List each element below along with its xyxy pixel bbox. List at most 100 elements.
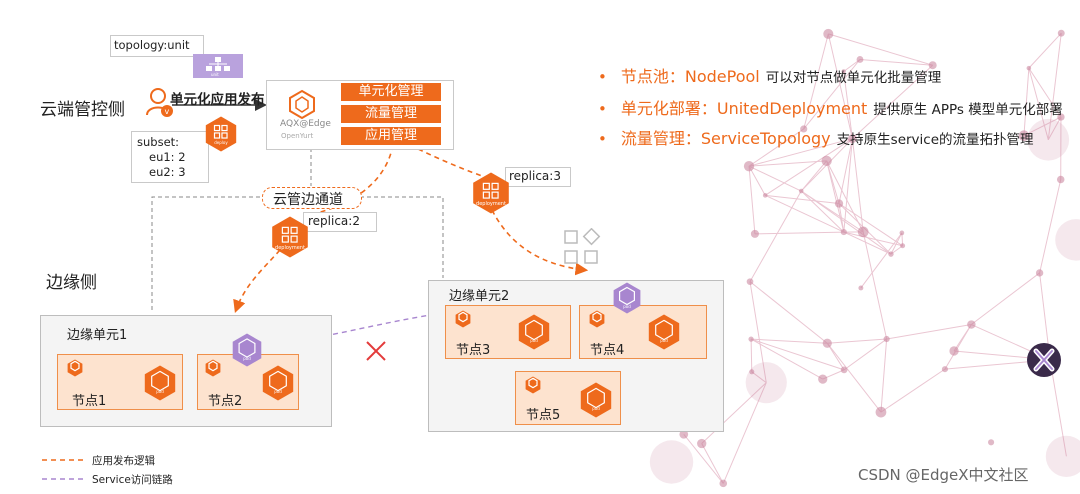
channel-line-right [360,196,444,278]
node-1[interactable]: pod 节点1 [57,354,183,410]
network-edge [754,231,844,235]
hexagon-caption: pod [660,338,668,344]
network-node [821,155,832,166]
node-3[interactable]: pod 节点3 [445,305,571,359]
network-edge [748,166,756,234]
network-node [949,346,959,356]
network-edge [1039,179,1062,274]
node-3-icon [454,310,472,328]
app-management-button[interactable]: 应用管理 [341,127,441,145]
network-edge [851,138,864,232]
network-edge [800,190,845,233]
bullet-nodepool-head: 节点池：NodePool [620,67,760,86]
brand-x-logo [1027,343,1061,377]
network-edge [803,33,829,130]
replica3-box: replica:3 [505,167,571,187]
node-4[interactable]: pod 节点4 [579,305,707,359]
network-node [1027,118,1070,161]
hexagon-shape [232,333,262,367]
node-4-icon [588,310,606,328]
edge-logo-icon [289,89,315,119]
node-5[interactable]: pod 节点5 [515,371,621,425]
network-edge [765,194,840,205]
hexagon-shape [648,314,680,350]
replica2-label: replica:2 [308,214,360,228]
svg-text:v: v [165,107,170,116]
traffic-management-button[interactable]: 流量管理 [341,105,441,123]
network-node [749,369,755,375]
node-3-pod: pod [516,314,552,350]
network-node [1056,175,1065,184]
network-node [746,278,754,285]
network-node [883,335,890,343]
network-node [748,336,754,342]
network-node [899,230,905,236]
hexagon-caption: pod [623,303,631,309]
network-node [1057,113,1065,121]
network-node [1026,65,1032,71]
hexagon-caption: pod [592,406,600,412]
network-edge [1028,67,1049,140]
network-node [798,188,804,194]
unit-management-button[interactable]: 单元化管理 [341,83,441,101]
network-edge [862,231,888,340]
network-edge [800,190,892,255]
unit-publish-label: 单元化应用发布 [170,92,265,108]
network-edge [701,443,724,484]
bullet-dot: • [598,130,607,148]
network-node [875,406,887,418]
hexagon-shape [272,216,308,258]
network-edge [748,165,802,192]
network-node [1045,435,1080,477]
hexagon-shape [613,282,641,314]
edge-unit-2-title: 边缘单元2 [449,289,510,304]
hexagon-shape [262,365,294,401]
hexagon-shape [473,172,509,214]
network-edge [1028,67,1062,118]
network-edge [748,128,805,167]
node-5-icon [524,376,542,394]
network-node [697,438,707,449]
hexagon-caption: pod [530,338,538,344]
network-node [1057,29,1065,37]
hexagon-shape [144,365,176,401]
network-edge [838,203,903,247]
channel-line-left [151,196,260,310]
user-icon: v [146,88,173,117]
bullet-uniteddeployment-head: 单元化部署：UnitedDeployment [620,99,868,118]
network-edge [1047,116,1062,141]
unit-badge: unit [193,54,243,78]
network-node [823,28,834,39]
node-1-pod: pod [142,365,178,401]
topology-tag-text: topology:unit [114,38,190,52]
blocked-cross-icon [366,341,386,361]
network-node [822,338,832,348]
network-edge [828,33,933,66]
network-node [847,134,857,143]
network-edge [1049,359,1067,457]
network-edge [800,190,864,233]
network-edge [860,232,903,289]
network-edge [803,59,861,130]
network-node [928,61,937,70]
network-edge [701,382,767,444]
network-edge [765,194,845,233]
hexagon-shape [525,376,541,394]
hexagon-shape [580,382,612,418]
network-edge [843,138,853,233]
network-node [750,229,759,238]
edge-side-label: 边缘侧 [46,273,97,293]
network-edge [826,160,845,233]
subset-eu1: eu1: 2 [149,150,186,164]
topology-tag-box: topology:unit [110,35,204,57]
subset-eu2: eu2: 3 [149,165,186,179]
network-node [762,193,768,198]
network-node [941,366,949,373]
network-edge [890,232,903,255]
network-edge [843,338,887,371]
network-edge [750,339,753,372]
deployment-icon-unit1: deployment [269,216,311,258]
brand-name: AQX@Edge [280,119,331,129]
network-edge [838,203,845,233]
